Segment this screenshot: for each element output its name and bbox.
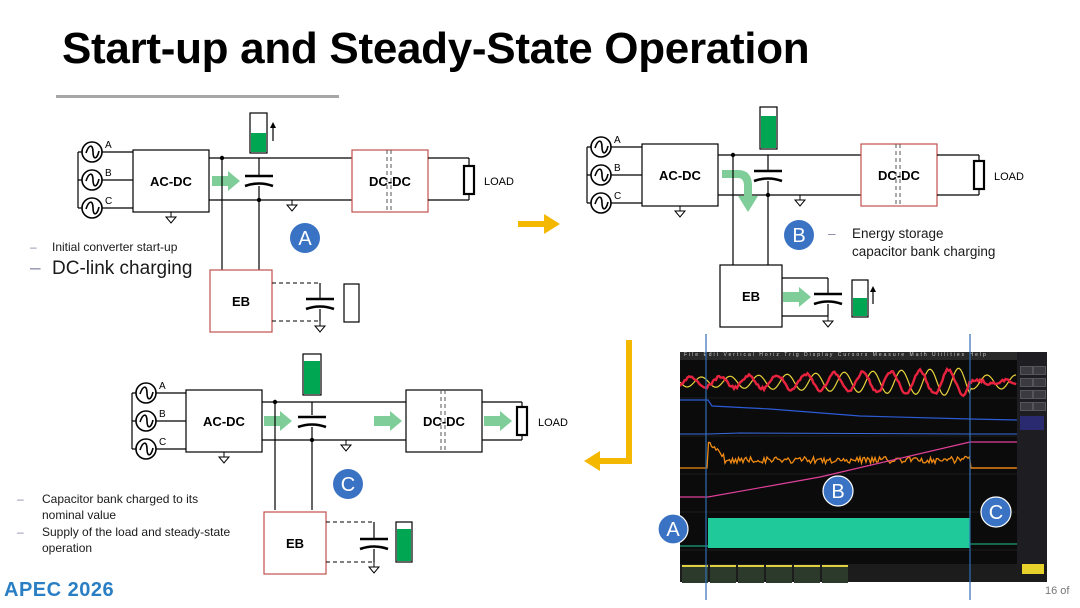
svg-text:C: C bbox=[989, 502, 1003, 524]
stage-b-note: – Energy storage capacitor bank charging bbox=[828, 225, 995, 261]
stage-c-note-1: – Capacitor bank charged to its nominal … bbox=[17, 491, 198, 523]
svg-text:A: A bbox=[666, 519, 680, 541]
stage-a-note-large: – DC-link charging bbox=[30, 258, 192, 280]
svg-text:B: B bbox=[831, 481, 844, 503]
page-number: 16 of bbox=[1045, 585, 1069, 597]
apec-logo: APEC 2026 bbox=[4, 579, 114, 602]
stage-c-note-2: – Supply of the load and steady-state op… bbox=[17, 524, 230, 556]
stage-a-note-small: – Initial converter start-up bbox=[30, 240, 177, 254]
